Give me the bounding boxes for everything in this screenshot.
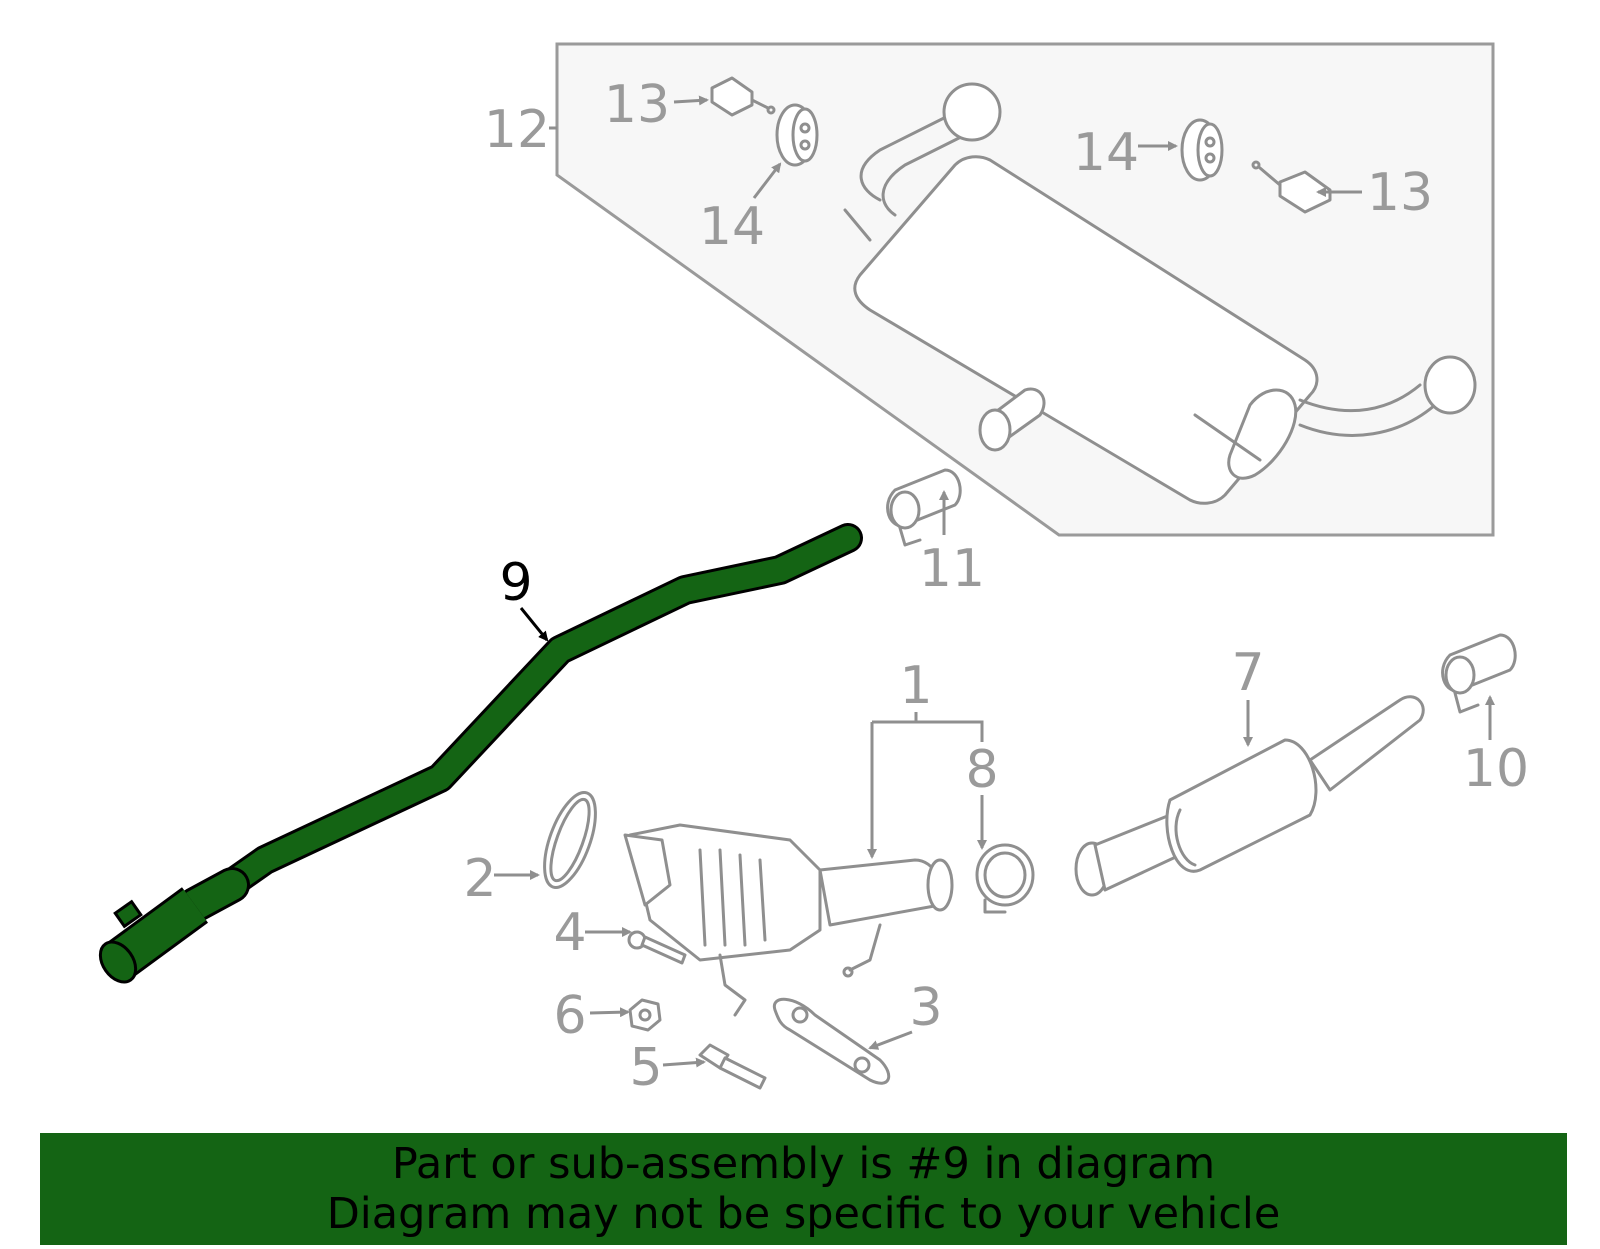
callout-1: 1 [899, 656, 932, 716]
callout-14-right: 14 [1073, 123, 1139, 183]
catalytic-converter-7 [1074, 695, 1425, 897]
clamp-10 [1441, 633, 1517, 714]
banner-part-notice: Part or sub-assembly is #9 in diagram [391, 1139, 1216, 1189]
gasket-3 [772, 997, 891, 1085]
callout-7: 7 [1231, 643, 1264, 703]
insulator-left [775, 103, 819, 167]
callout-3: 3 [909, 978, 942, 1038]
notice-banner: Part or sub-assembly is #9 in diagram Di… [40, 1133, 1567, 1245]
clamp-11 [886, 468, 962, 547]
nut-6 [628, 998, 662, 1032]
pipe-9-inlet-end [98, 940, 138, 984]
leader-lines [494, 95, 1495, 1068]
callout-13-right: 13 [1367, 163, 1433, 223]
clamp-8 [975, 843, 1035, 914]
rear-muffler [843, 82, 1477, 505]
callout-10: 10 [1463, 739, 1529, 799]
stud-5 [698, 1043, 767, 1090]
callout-12: 12 [484, 100, 550, 160]
callout-2: 2 [463, 849, 496, 909]
callout-5: 5 [629, 1038, 662, 1098]
pipe-9-sensor-boss [113, 899, 143, 929]
banner-disclaimer: Diagram may not be specific to your vehi… [326, 1189, 1281, 1239]
pipe-9-body [213, 526, 860, 900]
catalyst-assembly-1 [623, 823, 954, 1017]
callout-11: 11 [919, 539, 985, 599]
callout-8: 8 [965, 740, 998, 800]
callout-13-left: 13 [604, 75, 670, 135]
stud-4 [627, 930, 687, 965]
callout-9: 9 [499, 553, 532, 613]
callout-labels: 1 2 3 4 5 6 7 8 9 10 11 12 13 13 14 14 [463, 75, 1529, 1098]
callout-4: 4 [553, 903, 586, 963]
callout-6: 6 [553, 986, 586, 1046]
hanger-right [1251, 160, 1332, 214]
callout-14-left: 14 [699, 197, 765, 257]
insulator-right [1180, 118, 1224, 182]
seal-ring-2 [543, 791, 597, 889]
exhaust-pipe-9-highlighted [98, 523, 863, 984]
hanger-left [710, 76, 776, 117]
